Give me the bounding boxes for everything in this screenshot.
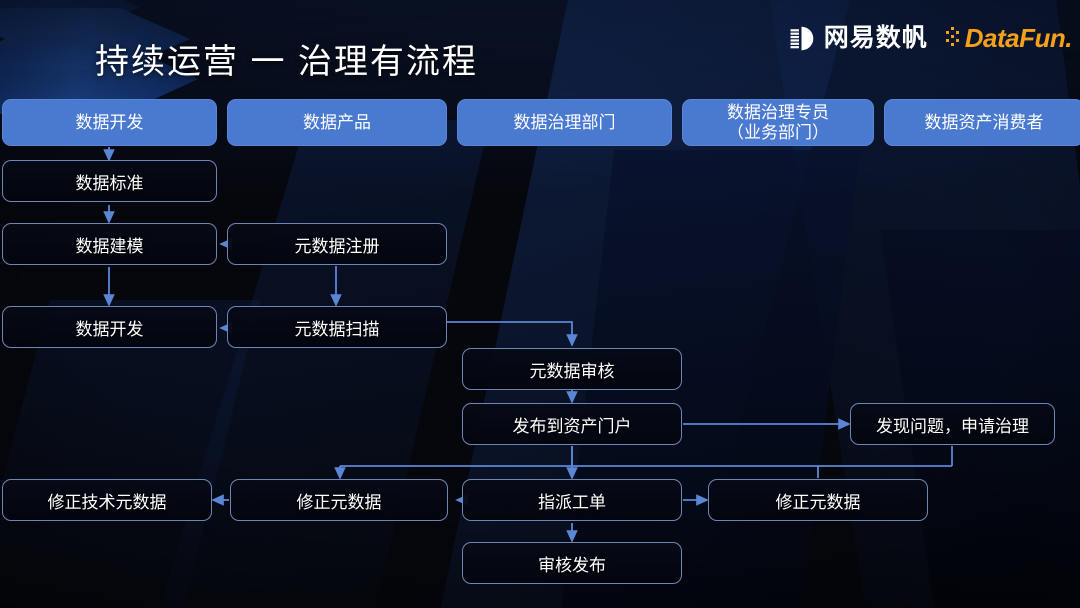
node-publish-to-portal[interactable]: 发布到资产门户 [462,403,682,445]
node-label: 数据开发 [75,319,144,339]
node-metadata-scan[interactable]: 元数据扫描 [227,306,447,348]
node-data-standard[interactable]: 数据标准 [2,160,217,202]
node-review-publish[interactable]: 审核发布 [462,542,682,584]
node-label: 修正技术元数据 [47,492,167,512]
node-metadata-register[interactable]: 元数据注册 [227,223,447,265]
node-fix-metadata-left[interactable]: 修正元数据 [230,479,448,521]
node-label: 数据标准 [75,173,144,193]
node-metadata-review[interactable]: 元数据审核 [462,348,682,390]
node-fix-tech-metadata[interactable]: 修正技术元数据 [2,479,212,521]
node-find-issue[interactable]: 发现问题，申请治理 [850,403,1055,445]
node-label: 数据建模 [75,236,144,256]
node-label: 元数据扫描 [294,319,380,339]
node-data-modeling[interactable]: 数据建模 [2,223,217,265]
node-label: 修正元数据 [296,492,382,512]
node-label: 指派工单 [538,492,606,512]
edge-metadata-scan-to-metadata-review [447,321,578,347]
node-assign-ticket[interactable]: 指派工单 [462,479,682,521]
node-label: 修正元数据 [775,492,861,512]
node-label: 元数据注册 [294,236,380,256]
node-label: 审核发布 [538,555,606,575]
node-label: 发布到资产门户 [512,416,632,436]
node-label: 发现问题，申请治理 [876,416,1029,436]
node-data-development[interactable]: 数据开发 [2,306,217,348]
node-fix-metadata-right[interactable]: 修正元数据 [708,479,928,521]
node-label: 元数据审核 [529,361,615,381]
